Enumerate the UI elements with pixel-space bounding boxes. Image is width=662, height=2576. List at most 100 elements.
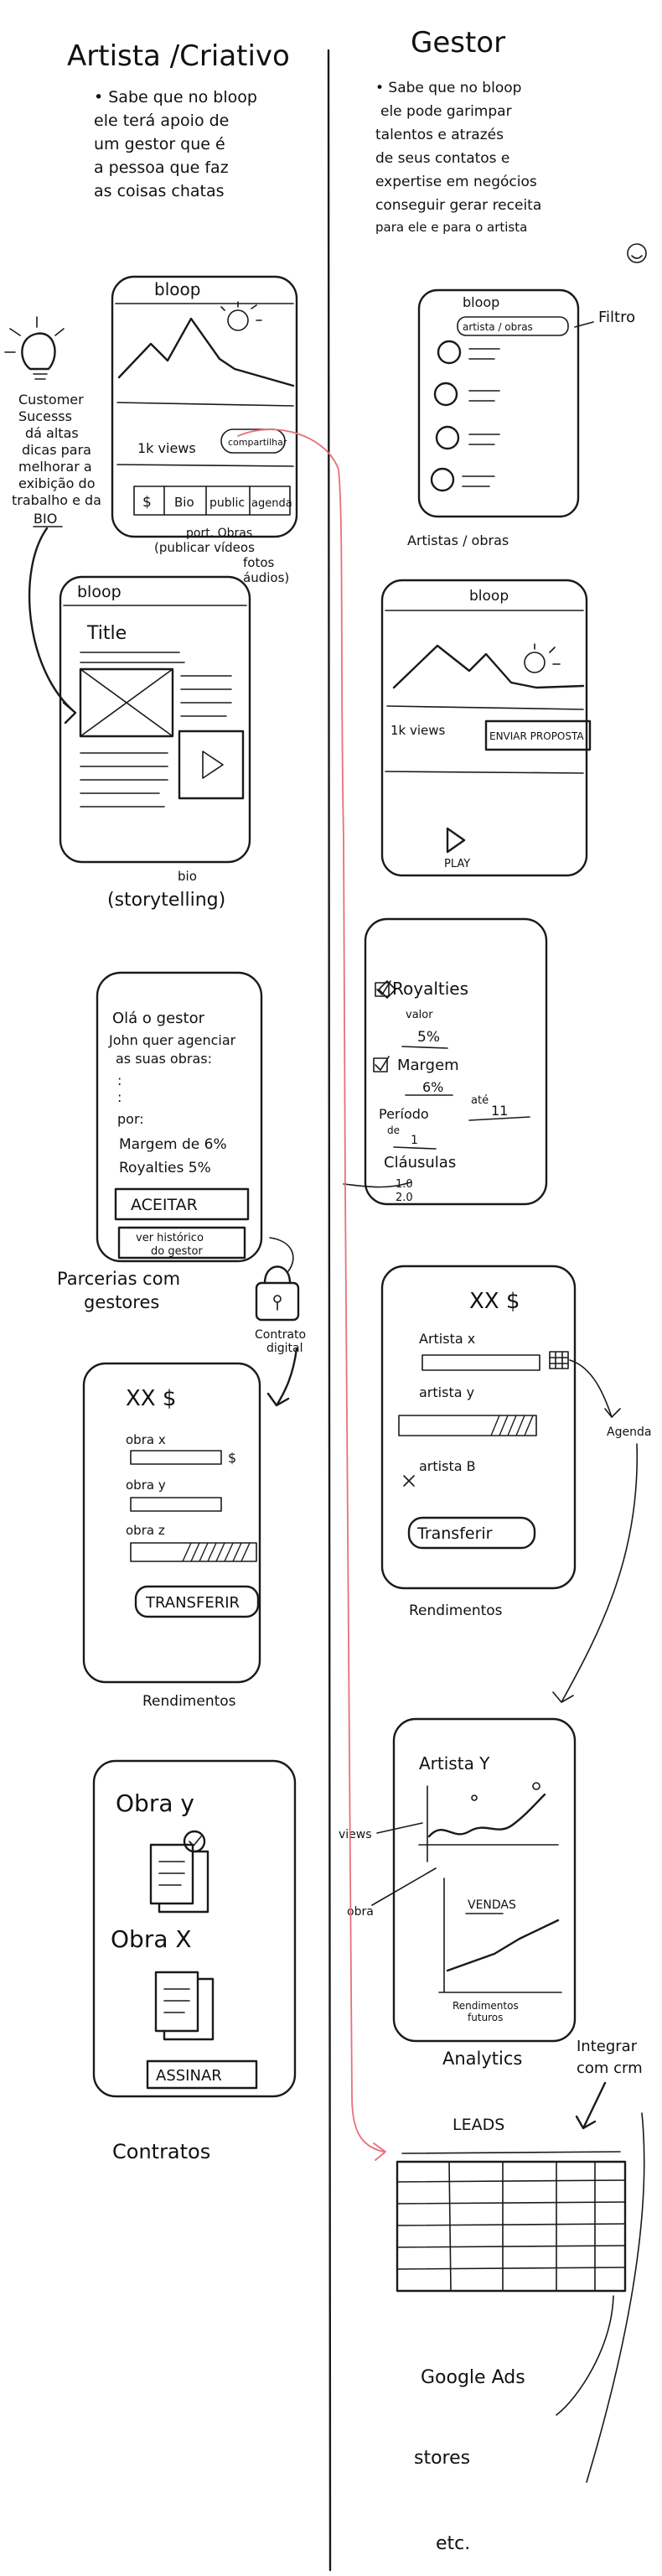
offer-item: de xyxy=(387,1124,400,1136)
earnings-item-label: Artista x xyxy=(419,1331,475,1347)
cs-line: melhorar a xyxy=(18,459,92,475)
play-icon[interactable] xyxy=(446,827,466,854)
offer-item: valor xyxy=(406,1009,433,1021)
sign-button-label: ASSINAR xyxy=(156,2067,222,2085)
left-intro-line: a pessoa que faz xyxy=(94,158,229,177)
earnings-amount: XX $ xyxy=(126,1386,176,1411)
earnings-bar xyxy=(130,1497,222,1512)
annot-line: (publicar vídeos xyxy=(154,540,255,555)
margin-checkbox[interactable] xyxy=(373,1057,388,1072)
artist-avatar xyxy=(430,467,455,492)
proposal-line: John quer agenciar xyxy=(108,1032,236,1048)
work-view-phone: bloop 1k views ENVIAR PROPOSTA PLAY xyxy=(380,579,592,877)
leads-to-list-arrow xyxy=(556,2295,614,2416)
views-chart-line xyxy=(427,1793,546,1838)
dollar-icon: $ xyxy=(228,1450,236,1466)
earnings-bar xyxy=(398,1415,537,1436)
cs-line: trabalho e da xyxy=(12,492,101,508)
integrate-crm-label: Integrar xyxy=(577,2038,638,2055)
contracts-caption: Contratos xyxy=(112,2140,210,2163)
earnings-bar xyxy=(130,1450,222,1465)
agenda-label: Agenda xyxy=(607,1426,651,1439)
tab-bio[interactable]: Bio xyxy=(174,495,194,510)
earnings-bar xyxy=(130,1542,257,1562)
right-intro-line: de seus contatos e xyxy=(375,150,509,167)
offer-item: 11 xyxy=(491,1103,508,1119)
left-intro-line: ele terá apoio de xyxy=(94,112,229,130)
right-intro-line: para ele e para o artista xyxy=(375,220,527,235)
crm-integration-arrow xyxy=(586,2112,645,2483)
manager-history-button[interactable] xyxy=(117,1226,246,1259)
proposal-line: por: xyxy=(117,1111,144,1127)
stores-label: stores xyxy=(414,2448,470,2469)
proposal-line: as suas obras: xyxy=(116,1051,212,1067)
offer-item: 1 xyxy=(411,1134,418,1147)
bio-app-name: bloop xyxy=(77,583,122,601)
share-button-label: compartilhar xyxy=(228,437,287,448)
right-intro-line: • Sabe que no bloop xyxy=(375,80,521,96)
sign-button[interactable] xyxy=(146,2059,258,2090)
tab-public[interactable]: public xyxy=(209,496,245,510)
history-label: do gestor xyxy=(151,1245,203,1258)
artist-avatar xyxy=(433,382,458,407)
proposal-line: Royalties 5% xyxy=(119,1160,211,1176)
proposal-line: : xyxy=(117,1089,122,1105)
partnership-caption-line: Parcerias com xyxy=(57,1269,180,1289)
document-icon xyxy=(154,1971,215,2041)
mountain-image xyxy=(117,317,295,387)
offer-item: até xyxy=(471,1094,489,1107)
earnings-item-label: obra y xyxy=(126,1478,166,1493)
bio-caption: bio (storytelling) xyxy=(107,869,225,911)
bio-video-placeholder[interactable] xyxy=(178,730,245,800)
tab-money[interactable]: $ xyxy=(142,494,152,511)
play-label: PLAY xyxy=(444,858,470,870)
sales-trend-line xyxy=(446,1919,560,1972)
views-pointer-label: views xyxy=(339,1828,372,1841)
annot-line: áudios) xyxy=(243,570,289,585)
transfer-button-left[interactable] xyxy=(134,1585,260,1618)
views-chart-axes xyxy=(418,1785,559,1862)
lock-label: digital xyxy=(266,1342,303,1355)
future-earnings-label: Rendimentos xyxy=(453,2000,519,2012)
artists-list-caption: Artistas / obras xyxy=(407,532,509,548)
sales-chart xyxy=(438,1877,562,1993)
send-proposal-button[interactable] xyxy=(484,719,592,751)
share-button[interactable] xyxy=(220,428,286,454)
list-app-name: bloop xyxy=(463,294,499,310)
tab-agenda[interactable]: agenda xyxy=(251,497,292,510)
filter-chip[interactable] xyxy=(457,316,569,336)
cs-line: exibição do xyxy=(18,475,96,491)
profile-app-name: bloop xyxy=(154,279,200,299)
cs-arrow xyxy=(28,527,77,724)
proposal-line: Olá o gestor xyxy=(112,1010,205,1027)
red-flow-line[interactable] xyxy=(237,428,386,2161)
royalties-checkbox[interactable] xyxy=(375,982,390,997)
filter-label: Filtro xyxy=(598,309,635,326)
document-icon xyxy=(149,1843,209,1914)
right-intro-line: expertise em negócios xyxy=(375,174,537,190)
bio-phone: bloop Title xyxy=(59,575,251,864)
partnership-caption: Parcerias com gestores xyxy=(57,1269,180,1312)
contracts-phone: Obra y Obra X ASSINAR xyxy=(92,1759,297,2098)
analytics-phone: Artista Y VENDAS Rendimentos futuros xyxy=(392,1717,577,2043)
mountain-image xyxy=(392,644,585,689)
calendar-icon[interactable] xyxy=(549,1351,569,1369)
bio-title: Title xyxy=(86,623,127,644)
send-proposal-label: ENVIAR PROPOSTA xyxy=(489,730,584,742)
transfer-button-right[interactable] xyxy=(407,1516,536,1550)
sales-label: VENDAS xyxy=(468,1898,516,1912)
cs-line: Sucesss xyxy=(18,408,72,424)
earnings-bar xyxy=(422,1354,540,1371)
right-intro-line: conseguir gerar receita xyxy=(375,197,541,214)
transfer-label-left: TRANSFERIR xyxy=(145,1594,240,1612)
offer-item: Período xyxy=(379,1106,429,1122)
bio-image-placeholder xyxy=(79,667,174,738)
calendar-to-agenda-arrow xyxy=(569,1359,621,1418)
artist-profile-phone: bloop 1k views compartilhar $ Bio public… xyxy=(111,275,298,538)
annot-line: port. Obras xyxy=(186,527,252,540)
lightbulb-icon xyxy=(4,316,65,380)
right-intro-note: • Sabe que no bloop ele pode garimpar ta… xyxy=(375,80,647,263)
integrate-crm-label: com crm xyxy=(577,2059,643,2077)
accept-button[interactable] xyxy=(114,1187,250,1221)
